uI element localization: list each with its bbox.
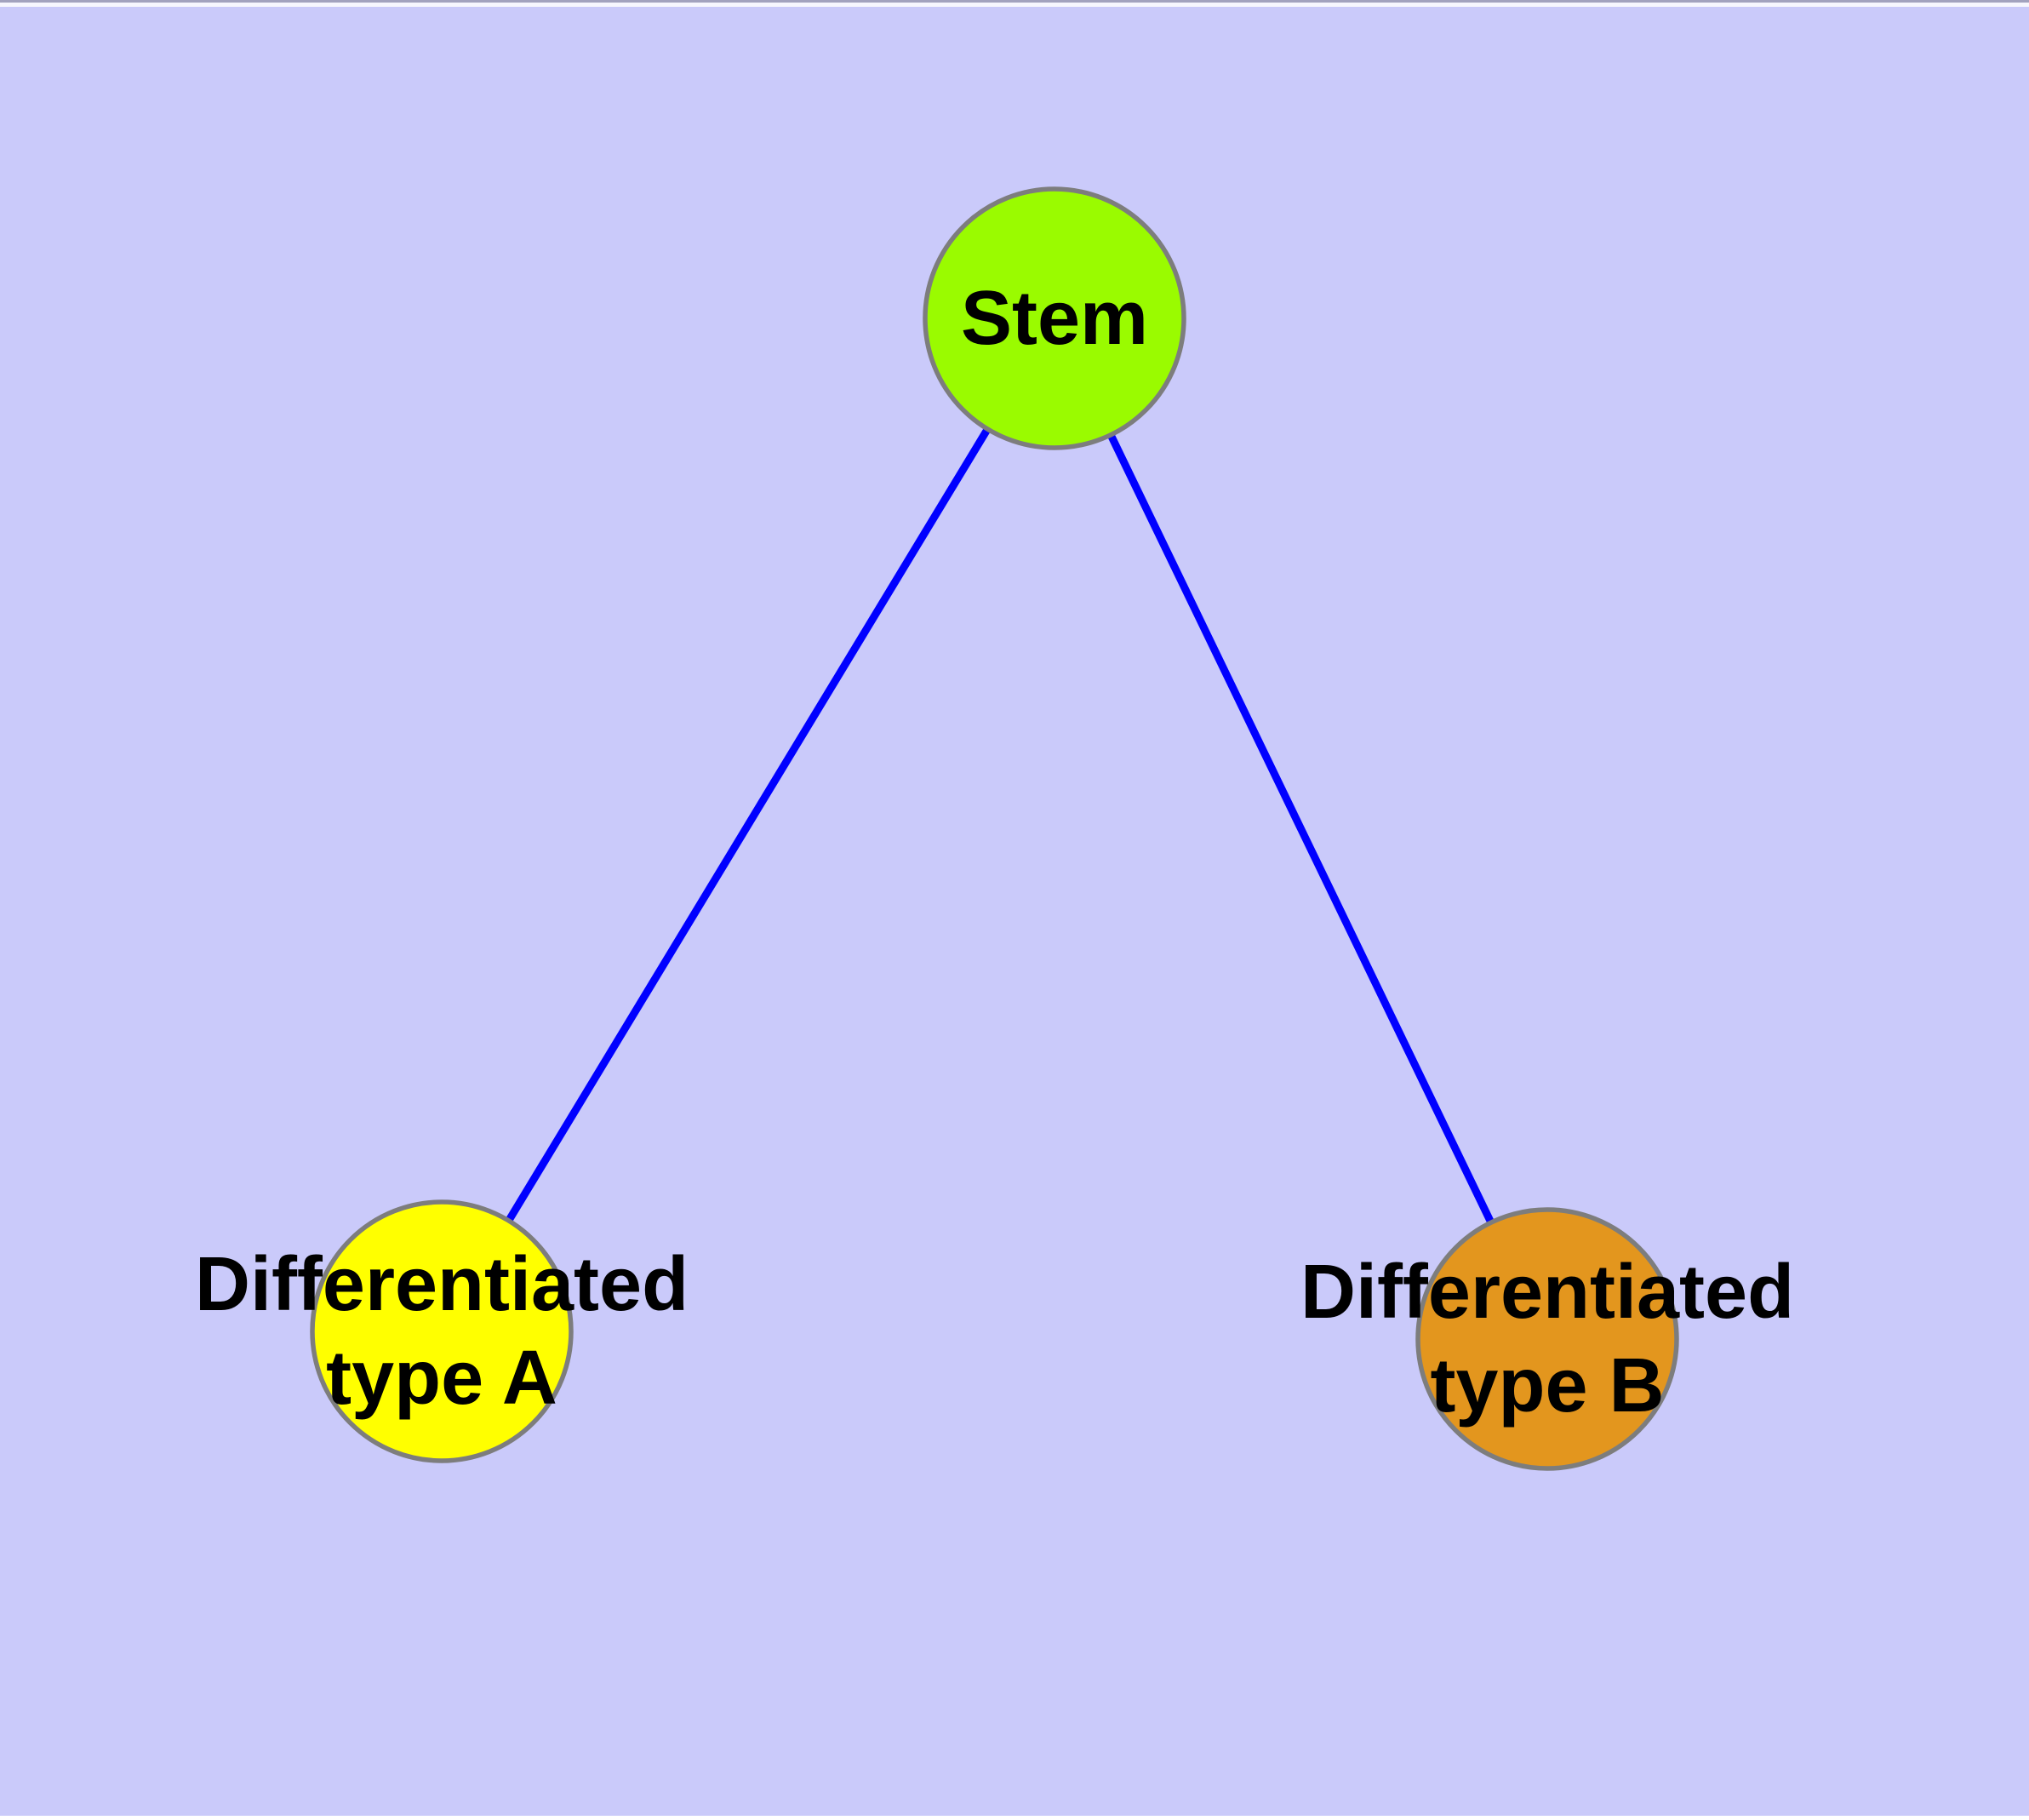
node-label-type-b-line2: type B <box>1430 1343 1665 1428</box>
node-differentiated-type-a <box>310 1199 574 1463</box>
window-bottom-edge <box>0 1816 2029 1820</box>
node-label-stem-line1: Stem <box>960 276 1149 361</box>
edge-stem-to-type-a <box>438 316 1058 1334</box>
node-differentiated-type-b <box>1415 1207 1679 1471</box>
node-label-type-a-line1: Differentiated <box>194 1242 689 1327</box>
node-label-type-b-line1: Differentiated <box>1300 1250 1795 1335</box>
node-stem <box>923 186 1186 450</box>
edge-stem-to-type-b <box>1050 317 1552 1341</box>
window-top-edge <box>0 0 2029 7</box>
node-label-stem: Stem <box>961 272 1148 365</box>
node-label-differentiated-type-b: Differentiated type B <box>1300 1245 1794 1433</box>
node-label-differentiated-type-a: Differentiated type A <box>195 1238 689 1425</box>
node-label-type-a-line2: type A <box>326 1336 557 1421</box>
